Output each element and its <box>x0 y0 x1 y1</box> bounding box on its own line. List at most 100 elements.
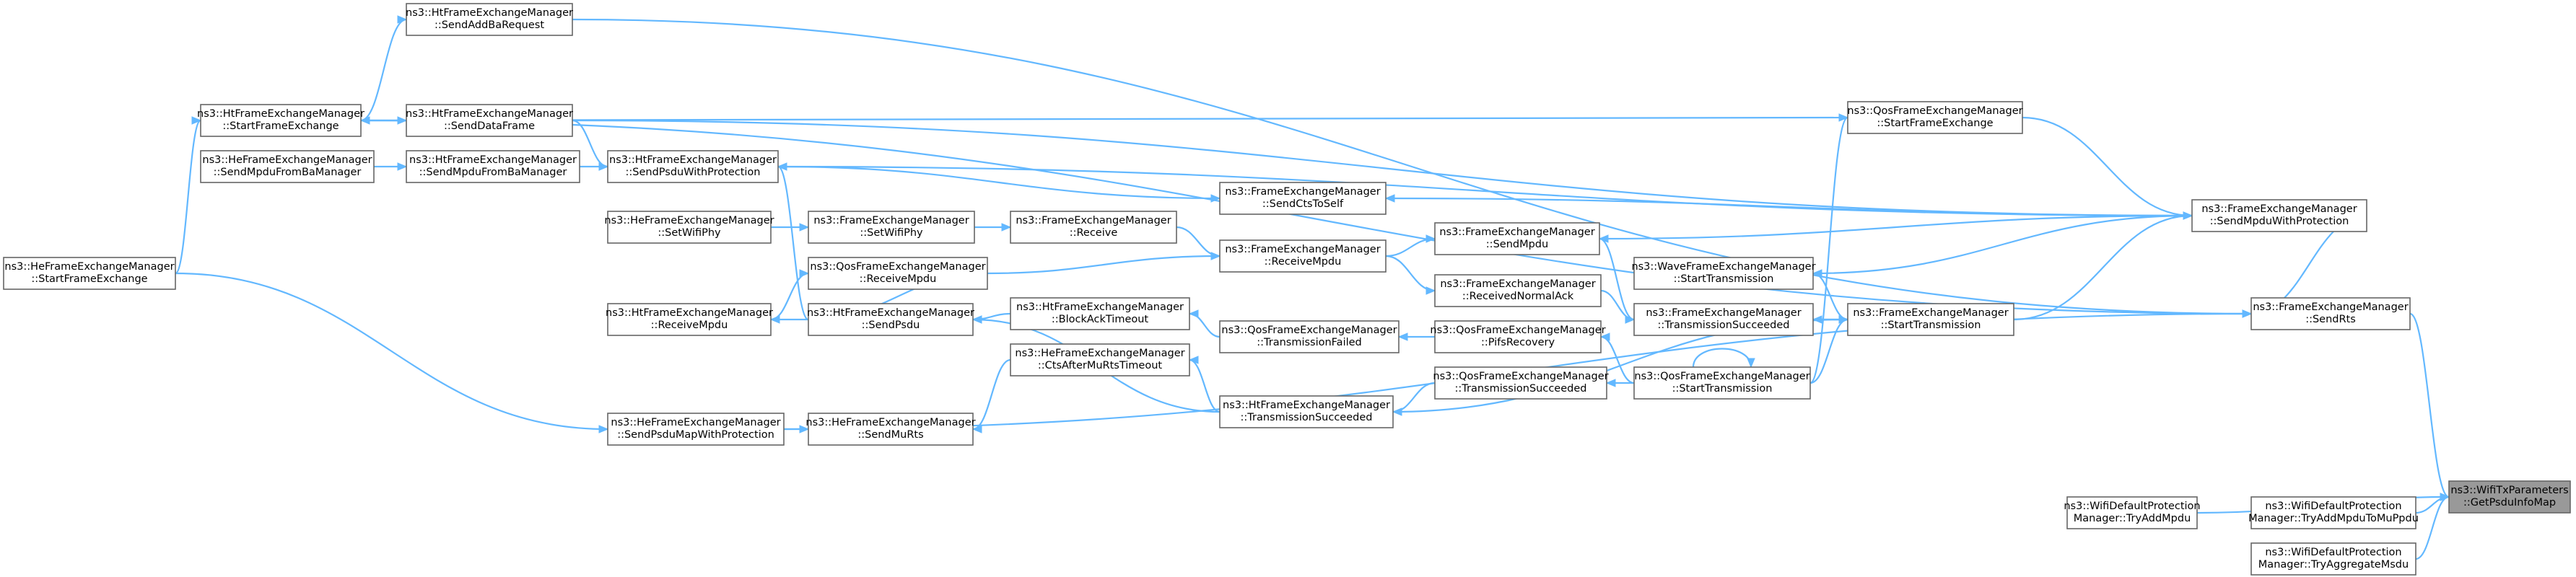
node-label-line2: ::TransmissionSucceeded <box>1455 383 1587 395</box>
graph-node-n32[interactable]: ns3::FrameExchangeManager::SendMpduWithP… <box>2191 199 2367 232</box>
edge-n22-n16 <box>1189 358 1221 413</box>
graph-node-n12[interactable]: ns3::QosFrameExchangeManager::ReceiveMpd… <box>808 257 988 290</box>
graph-node-n26[interactable]: ns3::QosFrameExchangeManager::Transmissi… <box>1433 366 1609 400</box>
graph-node-n9[interactable]: ns3::HeFrameExchangeManager::SetWifiPhy <box>604 211 774 244</box>
graph-node-n34[interactable]: ns3::WifiDefaultProtectionManager::TryAd… <box>2248 496 2419 529</box>
node-label-line1: ns3::HeFrameExchangeManager <box>805 417 975 428</box>
node-label-line1: ns3::HtFrameExchangeManager <box>409 154 577 166</box>
node-label-line1: ns3::FrameExchangeManager <box>1225 244 1380 255</box>
edge-n32-n29 <box>1812 214 2193 275</box>
node-label-line2: ::StartFrameExchange <box>31 273 147 285</box>
node-label-line2: Manager::TryAggregateMsdu <box>2258 559 2409 571</box>
node-label-line2: ::SendPsduWithProtection <box>625 167 760 178</box>
node-box <box>1010 211 1177 244</box>
node-label-line2: ::SendDataFrame <box>444 120 535 132</box>
edge-arrowhead <box>1425 286 1436 295</box>
node-box <box>406 150 580 183</box>
edge-n21-n15 <box>1189 312 1221 338</box>
node-label-line1: ns3::HtFrameExchangeManager <box>609 154 777 166</box>
edge-arrowhead <box>1188 356 1199 364</box>
node-label-line2: ::StartFrameExchange <box>222 120 339 132</box>
node-box <box>1633 366 1811 400</box>
graph-node-n27[interactable]: ns3::QosFrameExchangeManager::StartTrans… <box>1633 366 1811 400</box>
node-label-line2: ::SendMuRts <box>857 429 923 441</box>
node-label-line1: ns3::QosFrameExchangeManager <box>1433 371 1608 382</box>
graph-node-n5[interactable]: ns3::HtFrameExchangeManager::SendDataFra… <box>406 104 573 137</box>
edge-arrowhead <box>1425 234 1436 243</box>
graph-node-n28[interactable]: ns3::QosFrameExchangeManager::StartFrame… <box>1847 101 2023 134</box>
node-label-line1: ns3::WifiDefaultProtection <box>2265 501 2401 512</box>
node-label-line1: ns3::WaveFrameExchangeManager <box>1631 261 1815 273</box>
edge-n4-n3 <box>174 119 202 275</box>
edge-arrowhead <box>799 425 810 433</box>
graph-node-n17[interactable]: ns3::HeFrameExchangeManager::SendPsduMap… <box>607 413 785 446</box>
node-label-line1: ns3::QosFrameExchangeManager <box>1221 325 1397 336</box>
graph-node-n1[interactable]: ns3::FrameExchangeManager::SendRts <box>2250 297 2411 330</box>
edge-n28-n32 <box>2022 116 2193 217</box>
edge-n16-n18 <box>972 358 1011 431</box>
node-label-line1: ns3::FrameExchangeManager <box>1225 186 1380 198</box>
graph-node-n29[interactable]: ns3::WaveFrameExchangeManager::StartTran… <box>1631 257 1816 290</box>
node-label-line1: ns3::FrameExchangeManager <box>1439 226 1594 238</box>
node-label-line1: ns3::WifiTxParameters <box>2450 485 2568 496</box>
graph-node-n11[interactable]: ns3::FrameExchangeManager::Receive <box>1010 211 1177 244</box>
graph-node-n31[interactable]: ns3::FrameExchangeManager::StartTransmis… <box>1847 303 2014 336</box>
node-box <box>2250 297 2411 330</box>
graph-node-n18[interactable]: ns3::HeFrameExchangeManager::SendMuRts <box>805 413 976 446</box>
node-label-line1: ns3::HeFrameExchangeManager <box>611 417 780 428</box>
graph-node-n19[interactable]: ns3::FrameExchangeManager::SendCtsToSelf <box>1219 182 1387 215</box>
node-label-line2: ::GetPsduInfoMap <box>2463 497 2556 508</box>
node-label-line2: ::StartTransmission <box>1881 320 1981 331</box>
edge-arrowhead <box>769 315 780 324</box>
node-label-line2: ::CtsAfterMuRtsTimeout <box>1038 360 1163 371</box>
node-label-line2: ::SetWifiPhy <box>658 227 721 239</box>
node-box <box>607 150 779 183</box>
graph-node-n24[interactable]: ns3::FrameExchangeManager::ReceivedNorma… <box>1434 274 1602 307</box>
node-label-line2: ::SendRts <box>2305 314 2356 325</box>
node-label-line1: ns3::QosFrameExchangeManager <box>1634 371 1809 382</box>
edge-arrowhead <box>972 315 982 324</box>
node-box <box>1219 182 1387 215</box>
node-box <box>1010 297 1190 330</box>
graph-node-n13[interactable]: ns3::HtFrameExchangeManager::ReceiveMpdu <box>606 303 773 336</box>
graph-node-n2[interactable]: ns3::HtFrameExchangeManager::SendAddBaRe… <box>406 3 573 36</box>
nodes-layer: ns3::WifiTxParameters::GetPsduInfoMapns3… <box>3 3 2571 576</box>
node-box <box>2250 496 2416 529</box>
graph-node-n14[interactable]: ns3::HtFrameExchangeManager::SendPsdu <box>807 303 974 336</box>
graph-node-n0[interactable]: ns3::WifiTxParameters::GetPsduInfoMap <box>2448 480 2571 514</box>
node-label-line1: ns3::HeFrameExchangeManager <box>202 154 372 166</box>
graph-node-n22[interactable]: ns3::HtFrameExchangeManager::Transmissio… <box>1219 395 1394 428</box>
graph-node-n35[interactable]: ns3::WifiDefaultProtectionManager::TryAg… <box>2250 542 2416 576</box>
node-label-line1: ns3::QosFrameExchangeManager <box>1430 325 1605 336</box>
node-box <box>607 303 772 336</box>
graph-node-n4[interactable]: ns3::HeFrameExchangeManager::StartFrameE… <box>3 257 176 290</box>
graph-node-n8[interactable]: ns3::HtFrameExchangeManager::SendPsduWit… <box>607 150 779 183</box>
graph-node-n23[interactable]: ns3::FrameExchangeManager::SendMpdu <box>1434 222 1600 255</box>
graph-node-n10[interactable]: ns3::FrameExchangeManager::SetWifiPhy <box>808 211 975 244</box>
node-box <box>200 150 375 183</box>
graph-node-n15[interactable]: ns3::HtFrameExchangeManager::BlockAckTim… <box>1010 297 1190 330</box>
graph-node-n30[interactable]: ns3::FrameExchangeManager::TransmissionS… <box>1633 303 1814 336</box>
graph-node-n21[interactable]: ns3::QosFrameExchangeManager::Transmissi… <box>1219 320 1400 353</box>
graph-node-n20[interactable]: ns3::FrameExchangeManager::ReceiveMpdu <box>1219 239 1387 273</box>
node-label-line1: ns3::FrameExchangeManager <box>813 215 969 226</box>
edge-arrowhead <box>359 116 370 125</box>
node-label-line2: ::SetWifiPhy <box>860 227 923 239</box>
node-box <box>808 303 974 336</box>
edge-n13-n12 <box>770 272 809 321</box>
graph-node-n16[interactable]: ns3::HeFrameExchangeManager::CtsAfterMuR… <box>1010 343 1190 376</box>
node-label-line2: ::TransmissionFailed <box>1257 337 1362 348</box>
node-label-line2: Manager::TryAddMpduToMuPpdu <box>2248 513 2419 524</box>
graph-node-n7[interactable]: ns3::HtFrameExchangeManager::SendMpduFro… <box>406 150 580 183</box>
graph-node-n33[interactable]: ns3::WifiDefaultProtectionManager::TryAd… <box>2064 496 2201 529</box>
graph-node-n25[interactable]: ns3::QosFrameExchangeManager::PifsRecove… <box>1430 320 1606 353</box>
node-label-line2: ::PifsRecovery <box>1481 337 1555 348</box>
graph-node-n3[interactable]: ns3::HtFrameExchangeManager::StartFrameE… <box>197 104 364 137</box>
edge-arrowhead <box>1001 223 1012 232</box>
edge-n2-n1 <box>572 18 2252 315</box>
node-label-line2: ::ReceiveMpdu <box>860 273 937 285</box>
node-label-line2: ::SendMpdu <box>1486 239 1548 250</box>
node-label-line1: ns3::FrameExchangeManager <box>2253 301 2408 313</box>
graph-node-n6[interactable]: ns3::HeFrameExchangeManager::SendMpduFro… <box>200 150 375 183</box>
node-label-line2: ::ReceivedNormalAck <box>1462 291 1574 302</box>
